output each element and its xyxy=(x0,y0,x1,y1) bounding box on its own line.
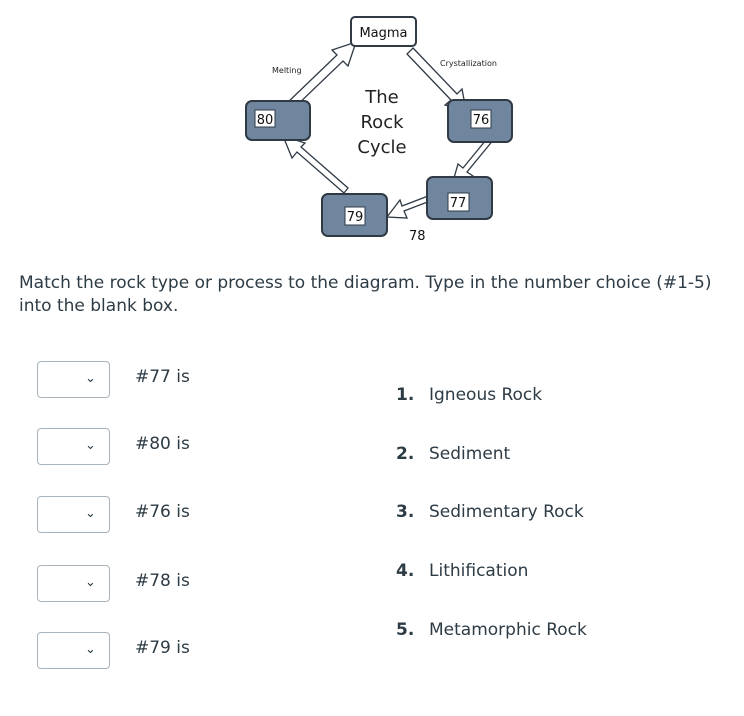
answer-dropdown-80[interactable]: ⌄ xyxy=(37,428,110,465)
option-text: Metamorphic Rock xyxy=(429,620,587,640)
answer-label-77: #77 is xyxy=(135,367,190,387)
magma-box xyxy=(350,16,417,47)
answer-dropdown-76[interactable]: ⌄ xyxy=(37,496,110,533)
option-item-2: 2. Sediment xyxy=(396,444,510,464)
center-title-line2: Rock xyxy=(360,112,404,133)
instructions-text: Match the rock type or process to the di… xyxy=(19,273,712,316)
chevron-down-icon: ⌄ xyxy=(85,506,96,521)
answer-dropdown-79[interactable]: ⌄ xyxy=(37,632,110,669)
option-number: 2. xyxy=(396,444,415,464)
chevron-down-icon: ⌄ xyxy=(85,575,96,590)
answer-label-76: #76 is xyxy=(135,502,190,522)
box-79-label-bg xyxy=(344,206,366,226)
magma-label: Magma xyxy=(359,26,407,41)
box-80-label-bg xyxy=(254,109,276,128)
label-78: 78 xyxy=(409,229,426,244)
option-item-4: 4. Lithification xyxy=(396,561,528,581)
option-text: Lithification xyxy=(429,561,529,581)
arrow-from-79 xyxy=(281,134,349,194)
box-77-label-bg xyxy=(447,192,470,212)
option-item-1: 1. Igneous Rock xyxy=(396,385,542,405)
arrow-melting xyxy=(285,40,358,111)
option-item-5: 5. Metamorphic Rock xyxy=(396,620,587,640)
chevron-down-icon: ⌄ xyxy=(85,438,96,453)
option-number: 4. xyxy=(396,561,415,581)
box-77-label: 77 xyxy=(450,196,467,211)
option-text: Igneous Rock xyxy=(429,385,543,405)
answer-label-79: #79 is xyxy=(135,638,190,658)
rock-cycle-diagram: Magma Melting Crystallization The Rock C… xyxy=(245,16,513,244)
chevron-down-icon: ⌄ xyxy=(85,371,96,386)
option-text: Sediment xyxy=(429,444,511,464)
chevron-down-icon: ⌄ xyxy=(85,642,96,657)
answer-dropdown-77[interactable]: ⌄ xyxy=(37,361,110,398)
answer-dropdown-78[interactable]: ⌄ xyxy=(37,565,110,602)
answer-label-80: #80 is xyxy=(135,434,190,454)
option-item-3: 3. Sedimentary Rock xyxy=(396,502,584,522)
box-76-label-bg xyxy=(470,109,492,129)
option-number: 1. xyxy=(396,385,415,405)
answer-label-78: #78 is xyxy=(135,571,190,591)
option-number: 3. xyxy=(396,502,415,522)
box-79-label: 79 xyxy=(347,210,364,225)
crystallization-label: Crystallization xyxy=(440,59,497,68)
box-80-label: 80 xyxy=(257,113,274,128)
melting-label: Melting xyxy=(272,66,302,75)
option-text: Sedimentary Rock xyxy=(429,502,584,522)
box-76-label: 76 xyxy=(473,113,490,128)
center-title-line1: The xyxy=(364,87,398,108)
center-title-line3: Cycle xyxy=(357,137,406,158)
option-number: 5. xyxy=(396,620,415,640)
